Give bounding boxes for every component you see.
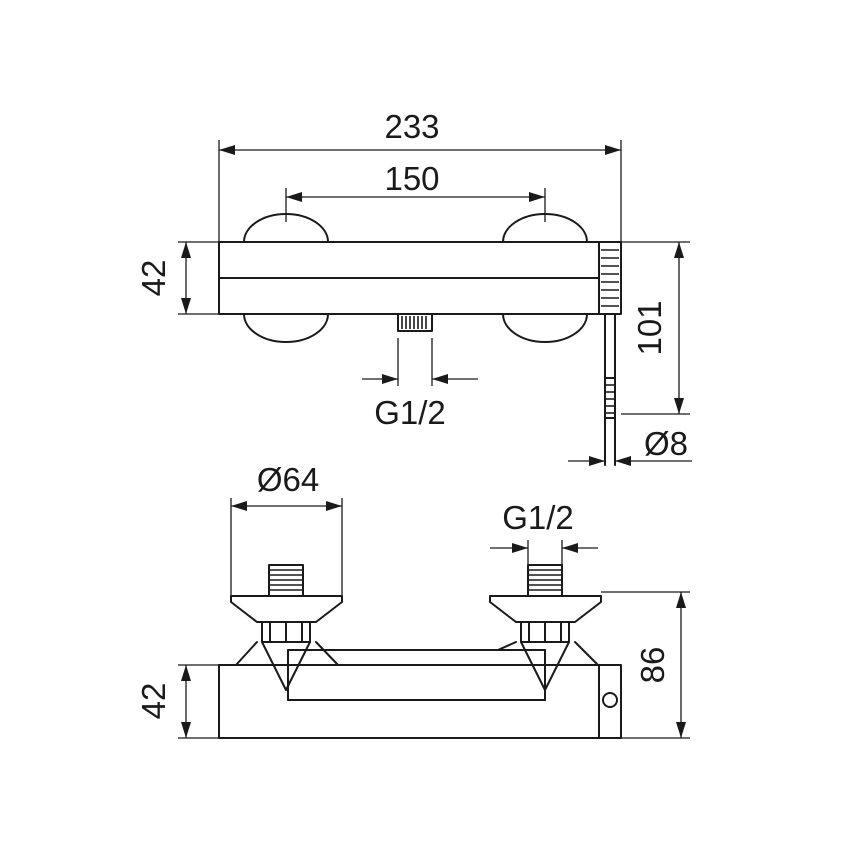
dim-d8: Ø8 xyxy=(568,425,692,466)
dim-233: 233 xyxy=(218,108,622,242)
dim-42-front: 42 xyxy=(135,664,219,739)
dim-d64: Ø64 xyxy=(230,461,343,596)
front-thermostat-knob xyxy=(598,664,622,739)
front-knob-indicator xyxy=(602,692,618,708)
top-outlet-thread xyxy=(397,313,433,332)
top-view: 233 150 42 101 xyxy=(135,108,692,466)
label-150: 150 xyxy=(384,160,439,197)
top-thermostat-knob xyxy=(598,241,622,315)
front-view: Ø64 G1/2 86 42 xyxy=(135,461,690,739)
label-86: 86 xyxy=(634,647,671,684)
label-d8: Ø8 xyxy=(644,425,688,462)
front-right-handle xyxy=(489,564,602,691)
front-left-handle xyxy=(218,564,343,691)
label-d64: Ø64 xyxy=(257,461,319,498)
front-mixer-body xyxy=(218,664,600,739)
dim-g12-top: G1/2 xyxy=(362,338,478,431)
label-233: 233 xyxy=(384,108,439,145)
label-g12-front: G1/2 xyxy=(502,499,574,536)
dim-86: 86 xyxy=(601,591,690,739)
label-g12-top: G1/2 xyxy=(374,394,446,431)
label-42-top: 42 xyxy=(135,260,172,297)
dim-101: 101 xyxy=(621,241,690,415)
label-42-front: 42 xyxy=(135,683,172,720)
top-hand-rod xyxy=(604,313,616,466)
dim-150: 150 xyxy=(285,160,546,222)
dim-42-top: 42 xyxy=(135,241,219,315)
label-101: 101 xyxy=(631,300,668,355)
top-knob-grip xyxy=(601,249,619,307)
dim-g12-front: G1/2 xyxy=(490,499,598,565)
